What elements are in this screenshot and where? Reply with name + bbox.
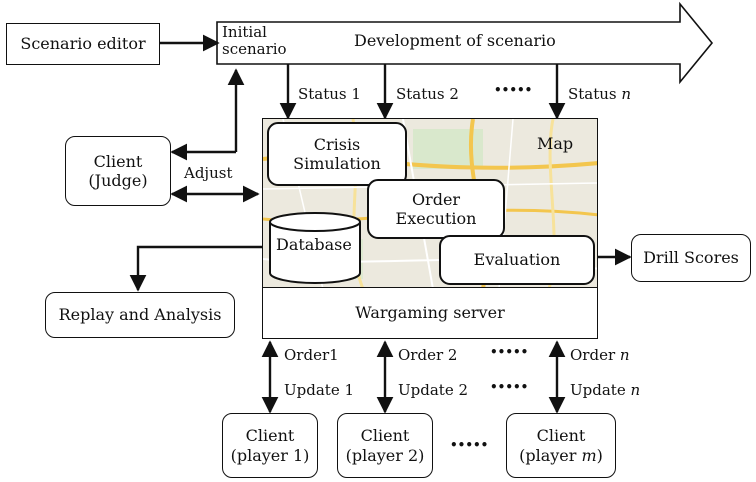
scenario-editor-box: Scenario editor [6,23,160,65]
player-m-close: ) [596,445,603,465]
order-exec-line2: Execution [395,209,477,228]
order-exec-line1: Order [411,189,461,209]
update-ellipsis: ••••• [490,380,529,394]
order-n-label: Order n [570,346,630,364]
client-player-2-box: Client (player 2) [337,413,433,478]
crisis-simulation-box: Crisis Simulation [267,122,407,186]
scenario-editor-label: Scenario editor [20,34,146,54]
map-label: Map [537,134,574,153]
status-n-text: Status [568,85,622,103]
database-cylinder [269,212,361,284]
evaluation-label: Evaluation [473,250,561,270]
order-n-var: n [619,346,630,364]
update-1-label: Update 1 [284,381,355,399]
update-n-var: n [630,381,641,399]
order-2-label: Order 2 [398,346,458,364]
database-label: Database [276,235,352,254]
initial-line: Initial [222,23,267,41]
client-player-1-box: Client (player 1) [222,413,318,478]
status-1-label: Status 1 [298,85,361,103]
status-n-var: n [621,85,632,103]
drill-scores-box: Drill Scores [631,234,751,282]
wargaming-server-box: Wargaming server [262,287,598,339]
order-execution-box: Order Execution [367,179,505,239]
player-m-var: m [581,445,597,465]
crisis-line2: Simulation [293,154,381,173]
player-1-line1: Client [245,426,295,446]
player-2-line1: Client [360,426,410,446]
evaluation-box: Evaluation [439,235,595,285]
replay-analysis-box: Replay and Analysis [45,292,235,338]
player-m-line2: (player m) [519,446,603,465]
order-n-text: Order [570,346,620,364]
client-judge-line1: Client [93,151,143,171]
player-m-line1: Client [536,426,586,446]
status-ellipsis: ••••• [494,83,533,97]
players-ellipsis: ••••• [450,438,489,452]
order-ellipsis: ••••• [490,345,529,359]
drill-scores-label: Drill Scores [643,248,739,268]
adjust-label: Adjust [184,164,233,182]
status-n-label: Status n [568,85,632,103]
player-2-line2: (player 2) [345,445,425,465]
map-panel: Map Crisis Simulation Order Execution Ev… [262,118,598,288]
player-m-text: (player [519,445,582,465]
client-judge-box: Client (Judge) [65,136,171,206]
update-2-label: Update 2 [398,381,469,399]
update-n-label: Update n [570,381,641,399]
database-to-replay-arrow [129,245,272,292]
player-1-line2: (player 1) [230,445,310,465]
status-2-label: Status 2 [396,85,459,103]
development-label: Development of scenario [354,31,556,50]
client-judge-line2: (Judge) [88,171,148,190]
replay-analysis-label: Replay and Analysis [58,305,222,325]
crisis-line1: Crisis [313,134,361,154]
client-player-m-box: Client (player m) [506,413,616,478]
order-1-label: Order1 [284,346,339,364]
development-arrow [216,1,714,85]
wargaming-server-label: Wargaming server [355,303,505,323]
initial-scenario-label: Initial scenario [222,23,287,59]
scenario-line: scenario [222,40,287,59]
update-n-text: Update [570,381,631,399]
